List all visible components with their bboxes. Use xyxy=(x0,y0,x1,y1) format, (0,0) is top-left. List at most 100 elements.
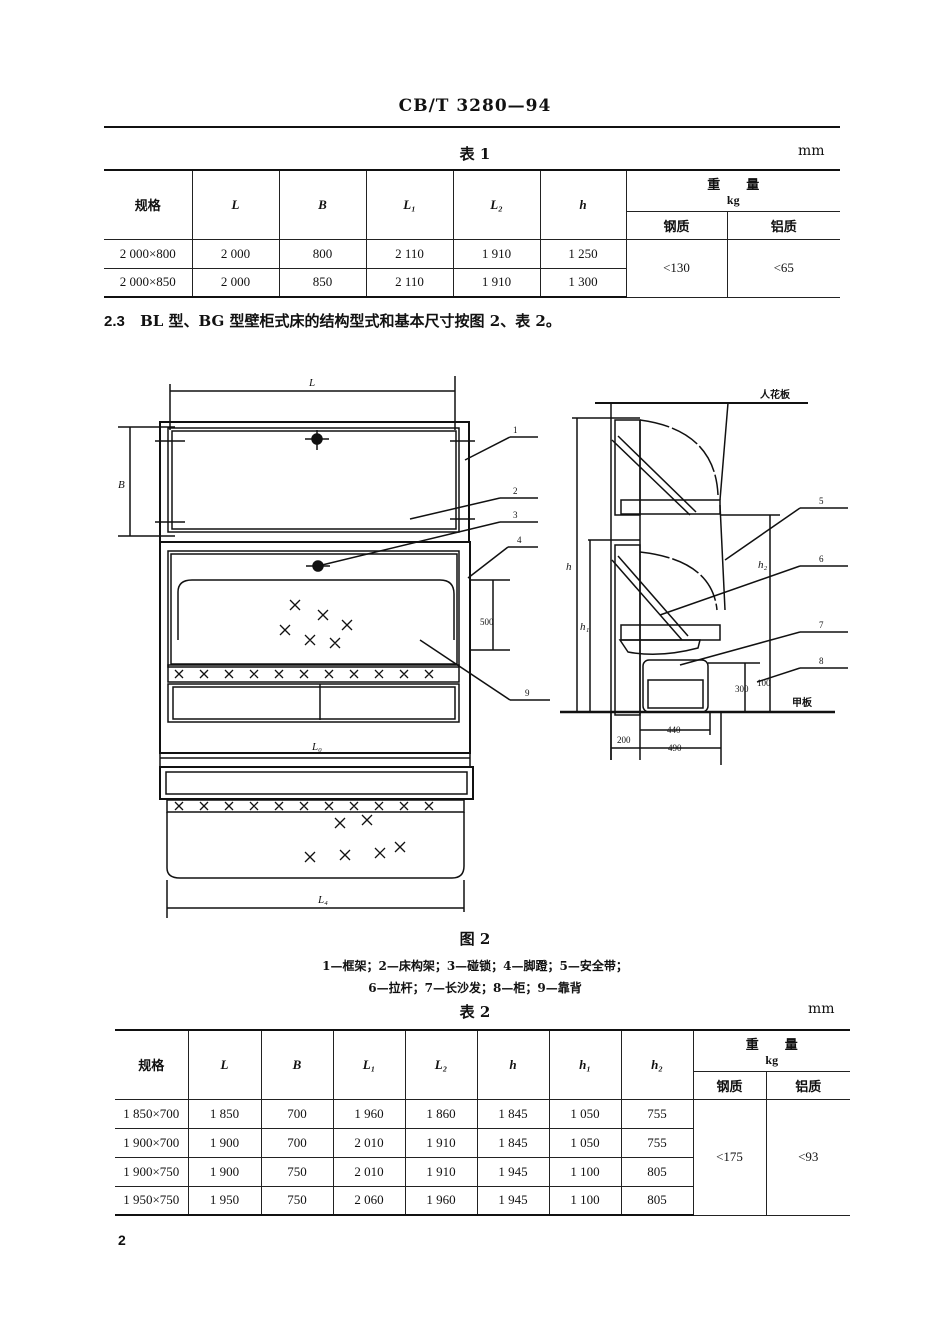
section-text: BL 型、BG 型壁柜式床的结构型式和基本尺寸按图 2、表 2。 xyxy=(140,312,561,330)
table-row: 2 000×850 2 000 850 2 110 1 910 1 300 xyxy=(104,267,840,298)
dim-300-label: 300 xyxy=(735,684,749,694)
header-rule xyxy=(104,126,840,128)
cell-weight-aluminum: <93 xyxy=(765,1098,850,1216)
section-paragraph: 2.3 BL 型、BG 型壁柜式床的结构型式和基本尺寸按图 2、表 2。 xyxy=(104,310,561,331)
cell-h1: 1 100 xyxy=(548,1156,622,1187)
callout-1: 1 xyxy=(513,425,518,435)
cell-h1: 1 100 xyxy=(548,1185,622,1216)
callout-6: 6 xyxy=(819,554,824,564)
ceiling-label: 人花板 xyxy=(760,388,791,401)
cell-L: 1 850 xyxy=(187,1098,262,1129)
header-steel: 钢质 xyxy=(693,1070,767,1100)
cell-h2: 755 xyxy=(620,1127,693,1158)
header-L2: L₂ xyxy=(404,1029,478,1100)
header-L1: L₁ xyxy=(332,1029,406,1100)
callout-7: 7 xyxy=(819,620,824,630)
header-spec: 规格 xyxy=(104,169,193,240)
callout-8: 8 xyxy=(819,656,824,666)
header-L: L xyxy=(191,169,280,240)
cell-h: 1 250 xyxy=(539,238,627,269)
cell-spec: 1 900×750 xyxy=(115,1156,189,1187)
weight-unit: kg xyxy=(726,192,740,207)
cell-L2: 1 910 xyxy=(404,1127,478,1158)
cell-h: 1 845 xyxy=(476,1098,550,1129)
cell-B: 850 xyxy=(278,267,367,298)
standard-code: CB/T 3280—94 xyxy=(398,96,552,116)
dim-L4-label: L₄ xyxy=(317,894,328,906)
cell-h: 1 945 xyxy=(476,1156,550,1187)
cell-L1: 2 010 xyxy=(332,1127,406,1158)
cell-L: 1 950 xyxy=(187,1185,262,1216)
cell-L1: 2 110 xyxy=(365,267,454,298)
table2-unit: mm xyxy=(808,1001,835,1017)
table-row: 1 950×750 1 950 750 2 060 1 960 1 945 1 … xyxy=(115,1185,850,1216)
cell-L1: 2 010 xyxy=(332,1156,406,1187)
cell-L2: 1 910 xyxy=(404,1156,478,1187)
cell-h2: 805 xyxy=(620,1156,693,1187)
cell-L: 1 900 xyxy=(187,1156,262,1187)
dim-L0-label: L₀ xyxy=(311,741,322,753)
deck-label: 甲板 xyxy=(792,696,813,709)
dim-L-label: L xyxy=(308,377,315,389)
cell-L: 2 000 xyxy=(191,267,280,298)
dim-500-label: 500 xyxy=(480,617,494,627)
header-h2: h₂ xyxy=(620,1029,694,1100)
cell-h2: 755 xyxy=(620,1098,694,1129)
cell-h: 1 845 xyxy=(476,1127,550,1158)
cell-L2: 1 960 xyxy=(404,1185,478,1216)
cell-weight-aluminum: <65 xyxy=(726,238,840,298)
dim-B-label: B xyxy=(118,479,125,491)
callout-2: 2 xyxy=(513,486,518,496)
table-row: 1 900×750 1 900 750 2 010 1 910 1 945 1 … xyxy=(115,1156,850,1187)
cell-L1: 2 110 xyxy=(365,238,454,269)
header-B: B xyxy=(260,1029,334,1100)
dim-200-label: 200 xyxy=(617,735,631,745)
cell-B: 750 xyxy=(260,1185,334,1216)
figure2-legend-line1: 1—框架；2—床构架；3—碰锁；4—脚蹬；5—安全带； xyxy=(322,959,628,973)
weight-label: 重 量 xyxy=(707,176,760,192)
weight-unit: kg xyxy=(765,1052,779,1067)
table1: 规格 L B L₁ L₂ h 重 量 kg 钢质 铝质 2 000×800 2 … xyxy=(104,169,840,298)
cell-L1: 1 960 xyxy=(332,1098,406,1129)
header-L1: L₁ xyxy=(365,169,454,240)
figure2-legend-line2: 6—拉杆；7—长沙发；8—柜；9—靠背 xyxy=(368,981,582,995)
header-spec: 规格 xyxy=(115,1029,189,1100)
table-row: 1 850×700 1 850 700 1 960 1 860 1 845 1 … xyxy=(115,1098,850,1216)
header-weight: 重 量 kg xyxy=(625,169,840,212)
dim-h1-label: h₁ xyxy=(580,621,590,633)
cell-spec: 2 000×850 xyxy=(104,267,193,298)
cell-spec: 1 900×700 xyxy=(115,1127,189,1158)
figure2-caption: 图 2 xyxy=(459,930,491,948)
cell-spec: 1 850×700 xyxy=(115,1098,189,1129)
header-h1: h₁ xyxy=(548,1029,622,1100)
section-number: 2.3 xyxy=(104,313,125,330)
cell-weight-steel: <175 xyxy=(692,1098,767,1216)
table-row: 2 000×800 2 000 800 2 110 1 910 1 250 <1… xyxy=(104,238,840,298)
table1-unit: mm xyxy=(798,143,825,159)
cell-B: 700 xyxy=(260,1098,334,1129)
page-number: 2 xyxy=(118,1232,126,1248)
cell-L2: 1 910 xyxy=(452,267,541,298)
cell-spec: 1 950×750 xyxy=(115,1185,189,1216)
header-aluminum: 铝质 xyxy=(765,1070,850,1100)
dim-h-label: h xyxy=(566,561,572,573)
header-weight: 重 量 kg xyxy=(692,1029,850,1072)
header-h: h xyxy=(476,1029,550,1100)
header-L2: L₂ xyxy=(452,169,541,240)
figure2-drawing: L B L₀ L₄ h h₁ h₂ 500 1 2 3 4 9 5 6 7 8 … xyxy=(118,376,848,918)
table2-caption: 表 2 xyxy=(459,1003,491,1021)
cell-h1: 1 050 xyxy=(548,1127,622,1158)
cell-spec: 2 000×800 xyxy=(104,238,193,269)
callout-9: 9 xyxy=(525,688,530,698)
cell-B: 750 xyxy=(260,1156,334,1187)
callout-3: 3 xyxy=(513,510,518,520)
dim-h2-label: h₂ xyxy=(758,559,768,571)
dim-490-label: 490 xyxy=(668,743,682,753)
header-L: L xyxy=(187,1029,262,1100)
cell-L2: 1 910 xyxy=(452,238,541,269)
dim-440-label: 440 xyxy=(667,725,681,735)
header-h: h xyxy=(539,169,627,240)
cell-h: 1 300 xyxy=(539,267,626,298)
cell-B: 700 xyxy=(260,1127,334,1158)
cell-L: 1 900 xyxy=(187,1127,262,1158)
